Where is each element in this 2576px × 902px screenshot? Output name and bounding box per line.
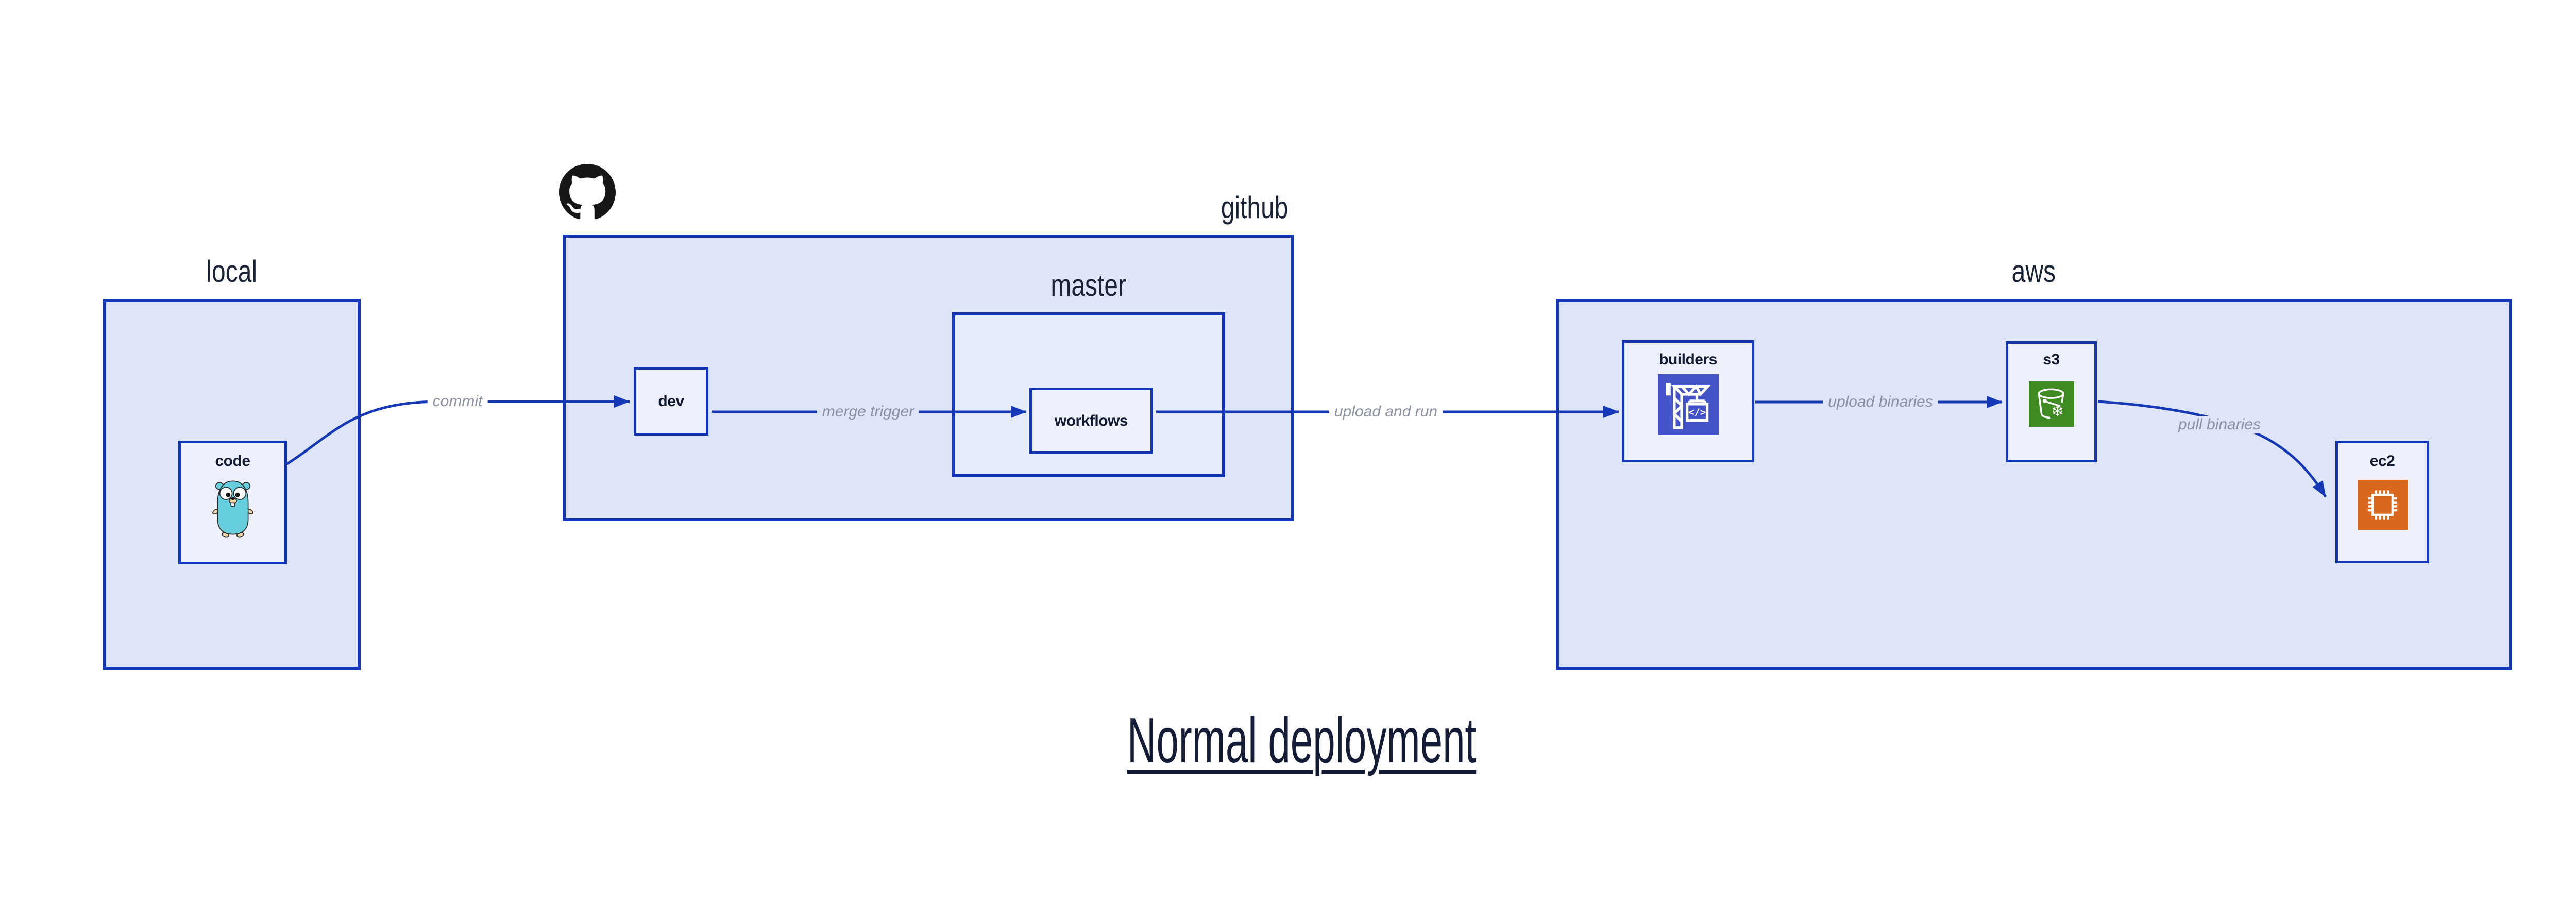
ec2-node-label: ec2 (2369, 453, 2395, 470)
edge-label-pull-binaries: pull binaries (2173, 416, 2266, 433)
s3-node[interactable]: s3 ❄ (2006, 341, 2097, 462)
master-container-label-text: master (1050, 268, 1127, 303)
github-container-label: github (563, 192, 1288, 223)
s3-node-label: s3 (2043, 351, 2060, 368)
local-container[interactable]: code (103, 299, 361, 670)
dev-node[interactable]: dev (634, 367, 708, 436)
diagram-title-text: Normal deployment (1127, 705, 1477, 776)
github-container-label-text: github (1221, 190, 1288, 225)
dev-node-label: dev (658, 393, 684, 410)
aws-s3-bucket-icon: ❄ (2028, 381, 2074, 427)
edge-label-upload-and-run: upload and run (1329, 403, 1443, 421)
code-node[interactable]: code (178, 441, 287, 564)
svg-text:❄: ❄ (2050, 403, 2063, 421)
code-node-label: code (215, 453, 250, 470)
diagram-title: Normal deployment (0, 704, 2576, 778)
go-gopher-icon (211, 477, 255, 539)
edge-label-upload-binaries: upload binaries (1823, 393, 1938, 411)
aws-container-label: aws (1556, 256, 2512, 287)
aws-container[interactable]: builders </> s3 (1556, 299, 2512, 670)
workflows-node[interactable]: workflows (1029, 388, 1153, 454)
github-octocat-logo-icon (559, 164, 616, 221)
svg-text:</>: </> (1688, 407, 1706, 418)
aws-codebuild-icon: </> (1657, 374, 1719, 435)
edge-label-commit: commit (427, 393, 488, 410)
builders-node[interactable]: builders </> (1622, 340, 1754, 462)
aws-container-label-text: aws (2011, 254, 2056, 289)
workflows-node-label: workflows (1054, 412, 1128, 429)
local-container-label: local (103, 256, 361, 287)
ec2-node[interactable]: ec2 (2335, 441, 2429, 563)
builders-node-label: builders (1659, 351, 1717, 368)
aws-ec2-chip-icon (2357, 480, 2408, 530)
master-container-label: master (952, 270, 1225, 301)
local-container-label-text: local (206, 254, 258, 289)
github-container[interactable]: dev workflows (563, 235, 1294, 521)
edge-label-merge-trigger: merge trigger (817, 403, 920, 421)
master-container[interactable]: workflows (952, 312, 1225, 477)
